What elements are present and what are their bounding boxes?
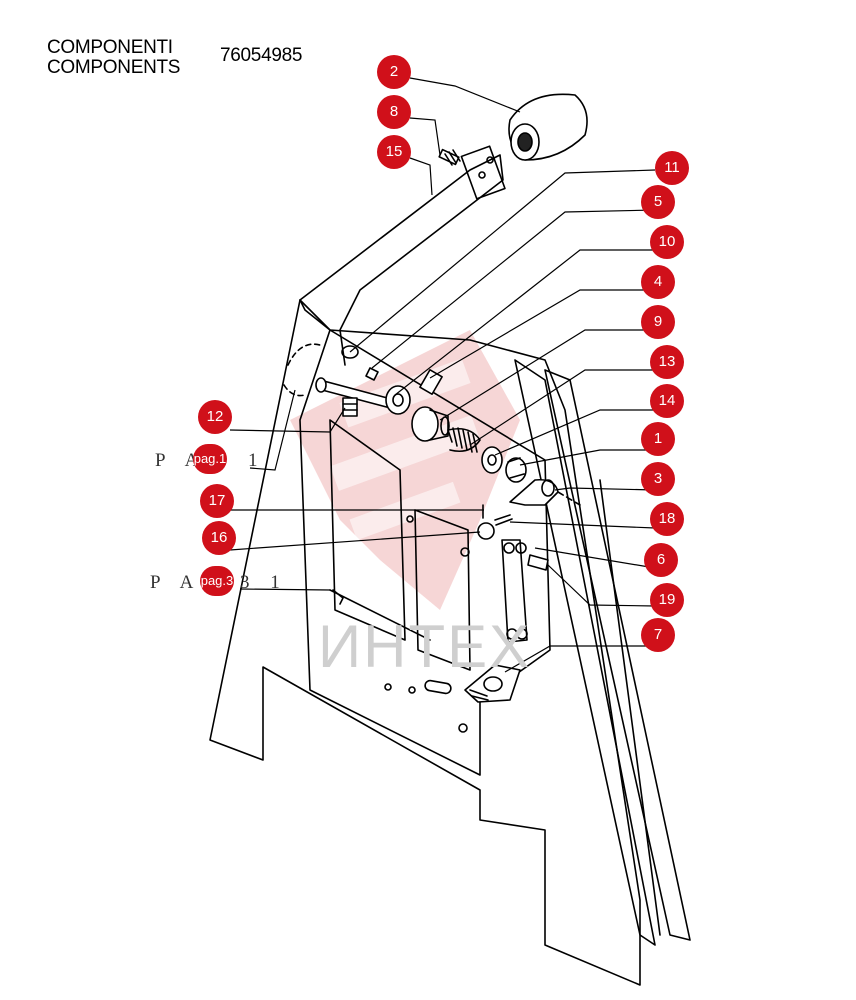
callout-19[interactable]: 19 xyxy=(650,583,684,617)
pin-5 xyxy=(365,367,379,381)
lever-3 xyxy=(509,478,581,506)
callout-17[interactable]: 17 xyxy=(200,484,234,518)
callout-13[interactable]: 13 xyxy=(650,345,684,379)
page-ref-2-link[interactable]: pag.3 xyxy=(200,566,234,596)
lever-arm xyxy=(299,154,504,366)
screw-8 xyxy=(438,148,461,166)
washer-16 xyxy=(477,522,495,540)
bracket-7 xyxy=(464,664,521,703)
callout-15[interactable]: 15 xyxy=(377,135,411,169)
callout-7[interactable]: 7 xyxy=(641,618,675,652)
callout-9[interactable]: 9 xyxy=(641,305,675,339)
callout-18[interactable]: 18 xyxy=(650,502,684,536)
page-ref-1-prefix: P A xyxy=(155,450,207,471)
callout-6[interactable]: 6 xyxy=(644,543,678,577)
window-right xyxy=(414,509,471,671)
rail-2 xyxy=(544,369,691,941)
header-line1: COMPONENTI xyxy=(47,37,173,58)
washer-14 xyxy=(481,446,503,474)
hub-9 xyxy=(411,406,450,442)
knob xyxy=(508,93,588,161)
window-left xyxy=(329,419,406,641)
link-6 xyxy=(501,539,528,643)
rail-3 xyxy=(599,479,661,936)
rail-1 xyxy=(514,359,656,946)
spring-13 xyxy=(447,427,481,453)
page-ref-1-link[interactable]: pag.1 xyxy=(193,444,227,474)
callout-12[interactable]: 12 xyxy=(198,400,232,434)
washer-10 xyxy=(385,385,411,415)
callout-11[interactable]: 11 xyxy=(655,151,689,185)
washer-11 xyxy=(341,345,359,359)
callout-1[interactable]: 1 xyxy=(641,422,675,456)
page-ref-2-suffix: 3 1 xyxy=(240,572,288,593)
cam-1 xyxy=(505,457,527,483)
callout-5[interactable]: 5 xyxy=(641,185,675,219)
page-ref-1-suffix: 1 xyxy=(248,450,266,471)
screw-18 xyxy=(494,514,513,526)
block-4 xyxy=(419,369,443,395)
callout-14[interactable]: 14 xyxy=(650,384,684,418)
lever-plate xyxy=(460,145,506,200)
callout-16[interactable]: 16 xyxy=(202,521,236,555)
header-line2: COMPONENTS xyxy=(47,57,181,78)
pin-19 xyxy=(527,554,549,571)
callout-3[interactable]: 3 xyxy=(641,462,675,496)
callout-4[interactable]: 4 xyxy=(641,265,675,299)
callout-2[interactable]: 2 xyxy=(377,55,411,89)
leader-lines xyxy=(229,77,656,673)
part-code: 76054985 xyxy=(220,45,303,66)
page-ref-2-prefix: P A xyxy=(150,572,202,593)
frame-outer xyxy=(209,299,641,986)
callout-10[interactable]: 10 xyxy=(650,225,684,259)
watermark-text: ИНТЕХ xyxy=(318,613,532,680)
callout-8[interactable]: 8 xyxy=(377,95,411,129)
bolt-12 xyxy=(342,397,358,417)
